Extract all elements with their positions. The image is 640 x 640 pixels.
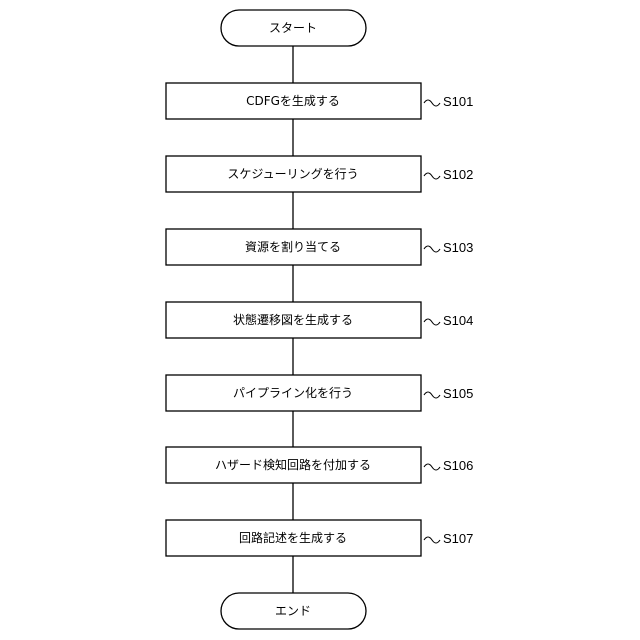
step-label: ハザード検知回路を付加する xyxy=(215,457,371,472)
step-label: 状態遷移図を生成する xyxy=(233,312,353,327)
step-id: S106 xyxy=(443,458,473,473)
step-id: S103 xyxy=(443,240,473,255)
end-label: エンド xyxy=(275,604,311,618)
step-id: S107 xyxy=(443,531,473,546)
step-label: パイプライン化を行う xyxy=(233,386,353,400)
step-s101: CDFGを生成する S101 xyxy=(166,83,473,119)
step-label: 資源を割り当てる xyxy=(245,239,341,254)
reference-leader xyxy=(424,537,440,543)
reference-leader xyxy=(424,246,440,252)
reference-leader xyxy=(424,100,440,106)
start-terminal: スタート xyxy=(221,10,366,46)
step-label: 回路記述を生成する xyxy=(239,530,347,545)
step-label: CDFGを生成する xyxy=(246,94,340,108)
step-s104: 状態遷移図を生成する S104 xyxy=(166,302,473,338)
step-s103: 資源を割り当てる S103 xyxy=(166,229,473,265)
step-id: S105 xyxy=(443,386,473,401)
reference-leader xyxy=(424,464,440,470)
step-s105: パイプライン化を行う S105 xyxy=(166,375,473,411)
step-id: S104 xyxy=(443,313,473,328)
step-s107: 回路記述を生成する S107 xyxy=(166,520,473,556)
step-label: スケジューリングを行う xyxy=(227,167,358,181)
start-label: スタート xyxy=(269,21,317,35)
step-s106: ハザード検知回路を付加する S106 xyxy=(166,447,473,483)
end-terminal: エンド xyxy=(221,593,366,629)
reference-leader xyxy=(424,173,440,179)
reference-leader xyxy=(424,392,440,398)
step-s102: スケジューリングを行う S102 xyxy=(166,156,473,192)
step-id: S101 xyxy=(443,94,473,109)
step-id: S102 xyxy=(443,167,473,182)
reference-leader xyxy=(424,319,440,325)
